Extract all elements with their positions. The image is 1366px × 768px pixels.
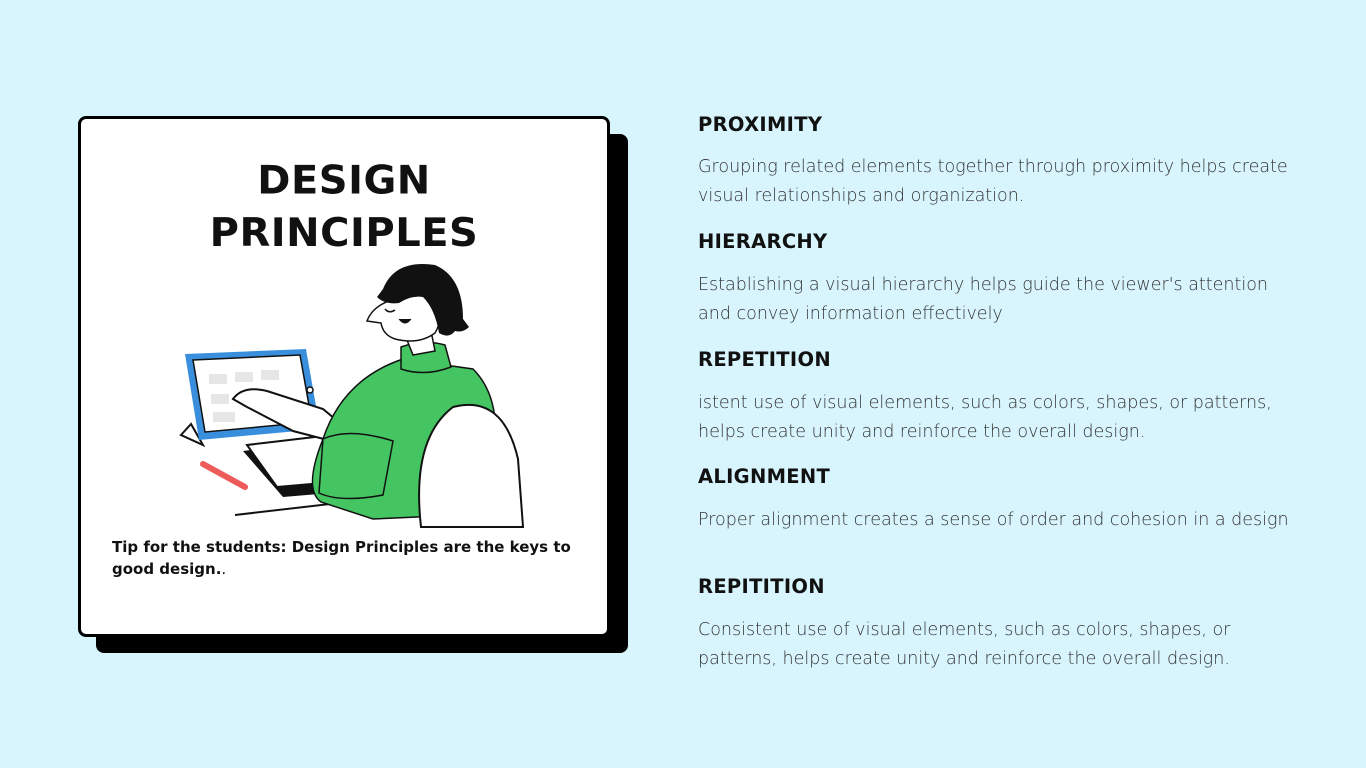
principle-body: Grouping related elements together throu…: [698, 157, 1288, 206]
card-title: DESIGN PRINCIPLES: [81, 154, 607, 260]
principle-heading: REPETITION: [698, 348, 831, 371]
design-principles-card: DESIGN PRINCIPLES: [78, 116, 610, 637]
principle-proximity: PROXIMITY Grouping related elements toge…: [698, 112, 1298, 206]
tip-suffix: .: [221, 560, 227, 578]
tip-text: Tip for the students: Design Principles …: [112, 538, 571, 578]
tip-for-students: Tip for the students: Design Principles …: [112, 536, 592, 580]
principle-alignment: ALIGNMENT Proper alignment creates a sen…: [698, 464, 1298, 530]
principle-body: istent use of visual elements, such as c…: [698, 393, 1272, 442]
principle-body: Establishing a visual hierarchy helps gu…: [698, 275, 1269, 324]
principle-heading: REPITITION: [698, 575, 825, 598]
principle-heading: PROXIMITY: [698, 113, 823, 136]
principle-body: Consistent use of visual elements, such …: [698, 620, 1231, 669]
principle-repitition: REPITITION Consistent use of visual elem…: [698, 574, 1298, 669]
principle-hierarchy: HIERARCHY Establishing a visual hierarch…: [698, 229, 1298, 324]
person-using-tablet-illustration: [179, 264, 525, 528]
principle-heading: HIERARCHY: [698, 230, 828, 253]
card-title-line-1: DESIGN: [257, 158, 431, 204]
principle-body: Proper alignment creates a sense of orde…: [698, 510, 1289, 530]
principle-heading: ALIGNMENT: [698, 465, 831, 488]
principle-repetition: REPETITION istent use of visual elements…: [698, 347, 1298, 442]
card-title-line-2: PRINCIPLES: [209, 210, 479, 256]
